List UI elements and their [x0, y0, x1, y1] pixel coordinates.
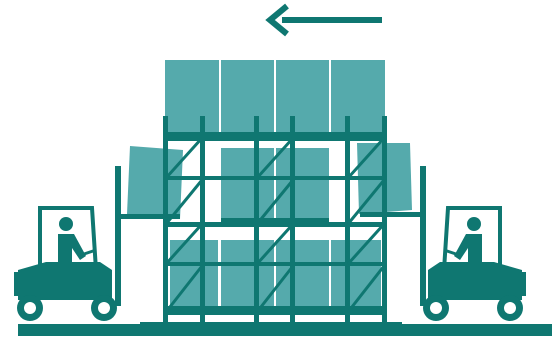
rack-upright: [163, 116, 168, 324]
pallet-load: [331, 240, 381, 306]
person-icon: [444, 217, 482, 262]
rack-upright: [290, 116, 295, 324]
rack-beam: [163, 222, 387, 227]
pallet-load: [331, 60, 385, 132]
pallet-loads: [127, 60, 412, 306]
rack-beam: [163, 136, 387, 141]
rack-upright: [345, 116, 350, 324]
rack-upright: [382, 116, 387, 324]
rack-beam: [163, 176, 387, 180]
rack-beam: [163, 262, 387, 266]
pallet-load: [276, 60, 329, 132]
pallet-load: [221, 240, 274, 306]
rack-beam: [163, 310, 387, 315]
rack-upright: [200, 116, 205, 324]
arrow-left-icon: [270, 6, 382, 34]
rack-upright: [254, 116, 259, 324]
pallet-load: [276, 148, 329, 218]
pallet-load: [221, 60, 274, 132]
pallet-load: [221, 148, 274, 218]
person-icon: [58, 217, 96, 262]
pallet-load: [276, 240, 329, 306]
pallet-load-tilted-left: [127, 146, 183, 219]
pallet-load: [165, 60, 219, 132]
